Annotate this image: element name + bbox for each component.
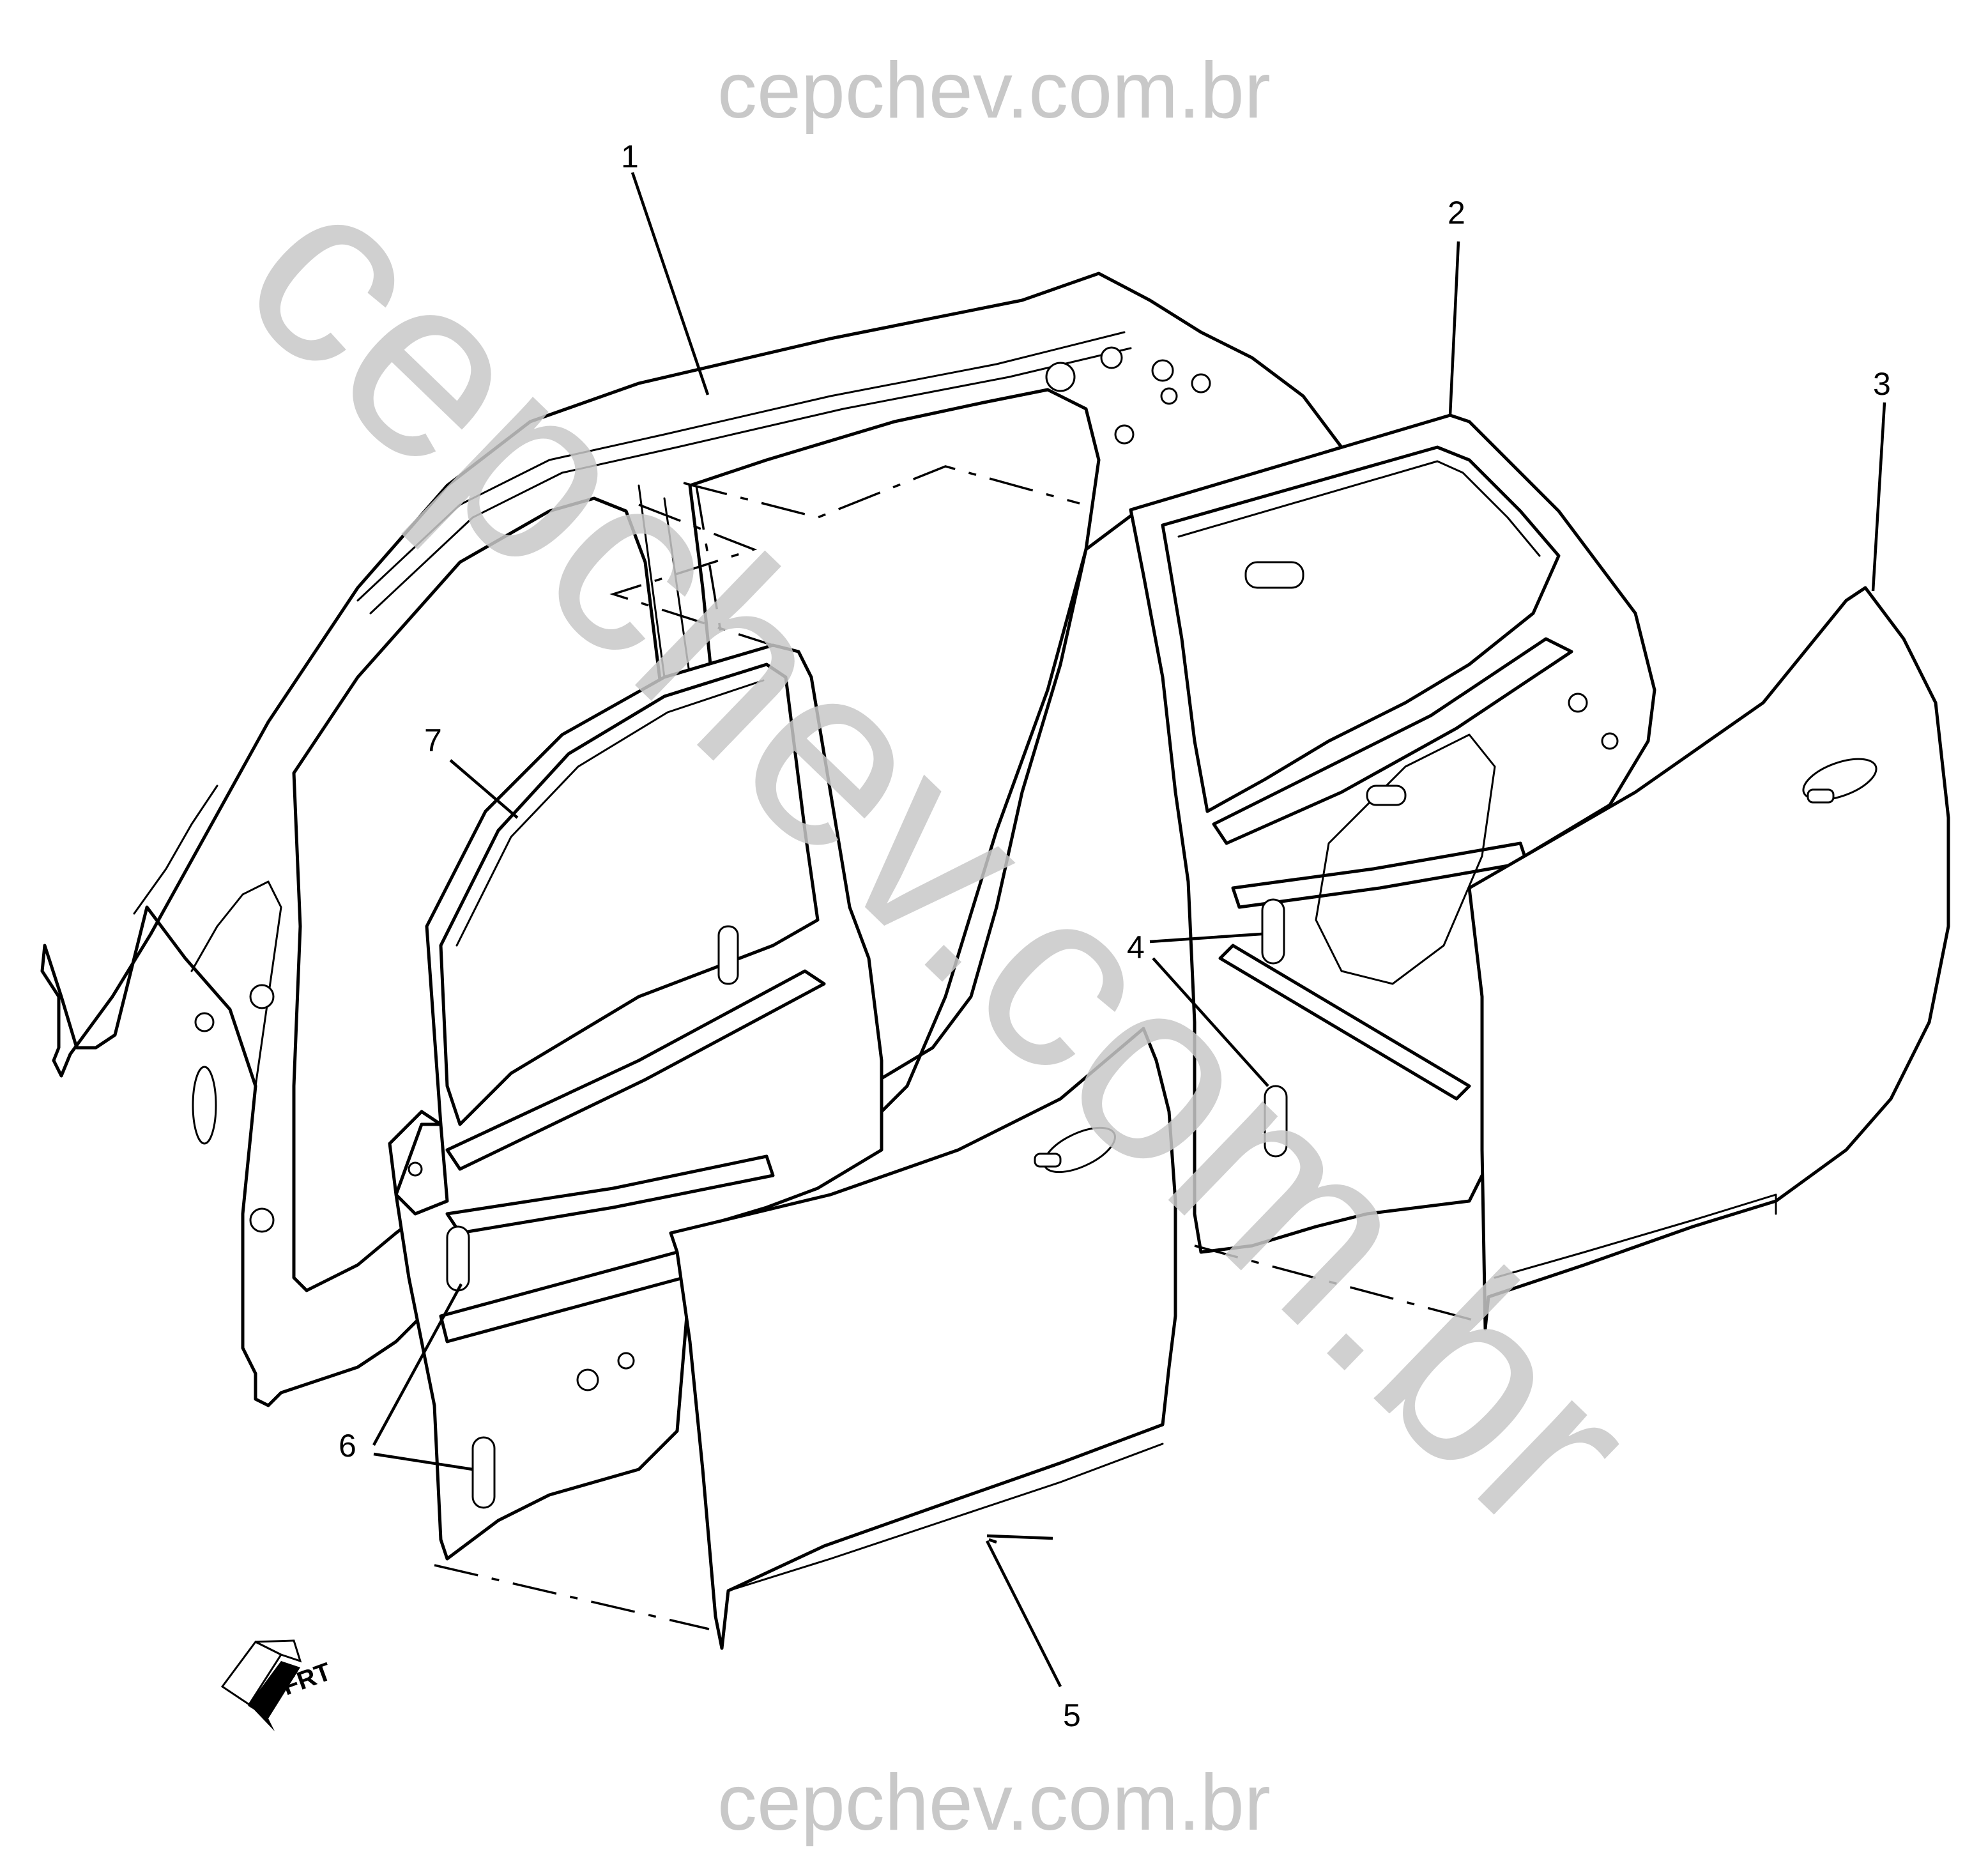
callout-2: 2 [1448,195,1465,231]
front-door-outer-panel [669,1027,1177,1650]
callout-4: 4 [1127,930,1145,965]
watermark-top: cepchev.com.br [717,47,1271,135]
watermark-bottom: cepchev.com.br [717,1759,1271,1847]
callout-5: 5 [1063,1697,1081,1733]
callout-leaders [372,172,1886,1688]
alignment-lines [434,465,1483,1630]
callout-7: 7 [424,723,442,758]
callout-6: 6 [339,1428,356,1464]
rear-door-outer-panel [1467,586,1950,1331]
front-indicator: FRT [220,1639,335,1731]
front-arrow-icon [220,1639,302,1731]
callout-labels: 1 2 3 4 5 6 7 [339,139,1891,1733]
callout-3: 3 [1873,366,1891,402]
callout-1: 1 [621,139,639,174]
